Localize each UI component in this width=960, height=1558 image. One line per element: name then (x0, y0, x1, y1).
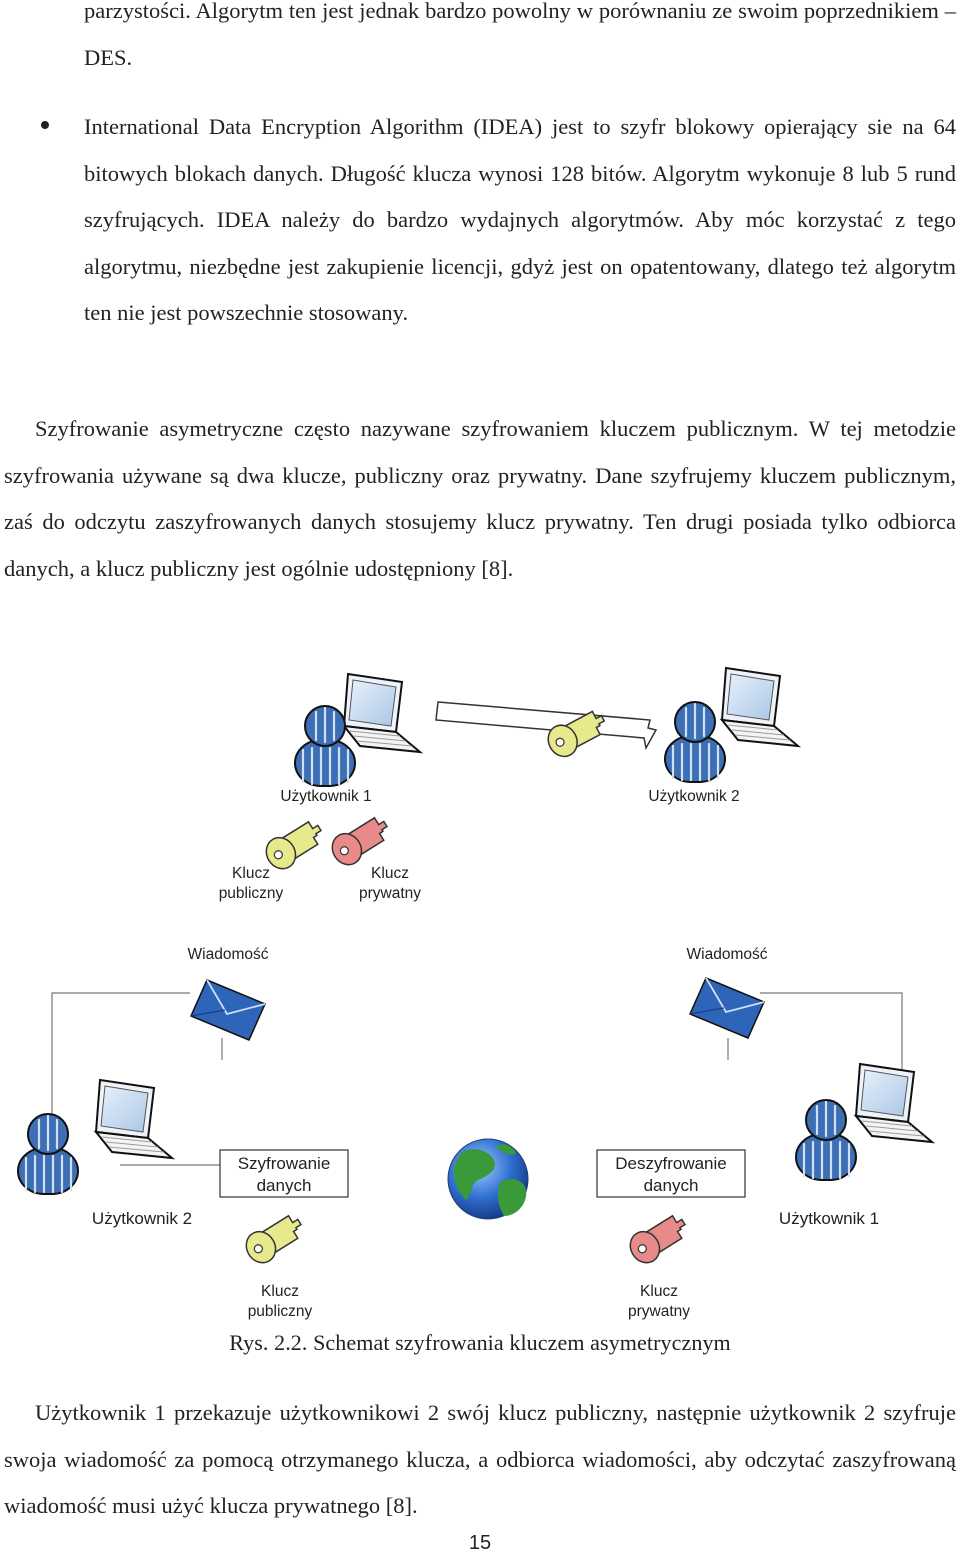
user2-bottom-person-icon (16, 1112, 80, 1196)
bottom-public-key-label-line1: Klucz (261, 1283, 299, 1300)
connector-lines (51, 992, 903, 1166)
message-left-label: Wiadomość (188, 946, 269, 963)
private-key-icon (325, 810, 396, 871)
decrypt-label-line1: Deszyfrowanie (615, 1154, 727, 1173)
public-key-label-line1: Klucz (232, 865, 270, 882)
text-paragraph-bottom: Użytkownik 1 przekazuje użytkownikowi 2 … (4, 1400, 956, 1518)
user1-top-label: Użytkownik 1 (280, 788, 371, 805)
user2-top-person-icon (663, 700, 727, 784)
encrypt-label-line1: Szyfrowanie (238, 1154, 331, 1173)
asymmetric-encryption-diagram: Użytkownik 1 Użytkownik 2 Klucz publiczn… (16, 667, 933, 1320)
encrypt-label-line2: danych (257, 1176, 312, 1195)
message-right-label: Wiadomość (687, 946, 768, 963)
user1-bottom-laptop-icon (855, 1063, 933, 1143)
bottom-private-key-label-line1: Klucz (640, 1283, 678, 1300)
user1-top-laptop-icon (343, 673, 421, 753)
private-key-label-line1: Klucz (371, 865, 409, 882)
public-key-icon (259, 814, 330, 875)
user1-bottom-label: Użytkownik 1 (779, 1209, 879, 1228)
decrypt-box (596, 1149, 746, 1198)
globe-icon (447, 1138, 529, 1220)
bottom-private-key-icon (623, 1208, 694, 1269)
bottom-public-key-icon (239, 1208, 310, 1269)
transfer-arrow-icon (435, 701, 658, 751)
user2-bottom-laptop-icon (95, 1079, 173, 1159)
text-paragraph-idea: International Data Encryption Algorithm … (84, 114, 956, 325)
user2-bottom-label: Użytkownik 2 (92, 1209, 192, 1228)
encrypt-box (219, 1149, 349, 1198)
private-key-label-line2: prywatny (359, 885, 421, 902)
page-number: 15 (468, 1532, 492, 1554)
text-paragraph-asymmetric: Szyfrowanie asymetryczne często nazywane… (4, 416, 956, 581)
public-key-label-line2: publiczny (219, 885, 284, 902)
user2-top-laptop-icon (721, 667, 799, 747)
envelope-right-icon (689, 977, 765, 1039)
bottom-public-key-label-line2: publiczny (248, 1303, 313, 1320)
envelope-left-icon (190, 979, 266, 1041)
decrypt-label-line2: danych (644, 1176, 699, 1195)
bottom-private-key-label-line2: prywatny (628, 1303, 690, 1320)
text-paragraph-top: parzystości. Algorytm ten jest jednak ba… (84, 0, 956, 70)
user1-bottom-person-icon (794, 1098, 858, 1182)
bullet-icon (41, 121, 49, 129)
user2-top-label: Użytkownik 2 (648, 788, 739, 805)
figure-caption: Rys. 2.2. Schemat szyfrowania kluczem as… (229, 1330, 731, 1355)
